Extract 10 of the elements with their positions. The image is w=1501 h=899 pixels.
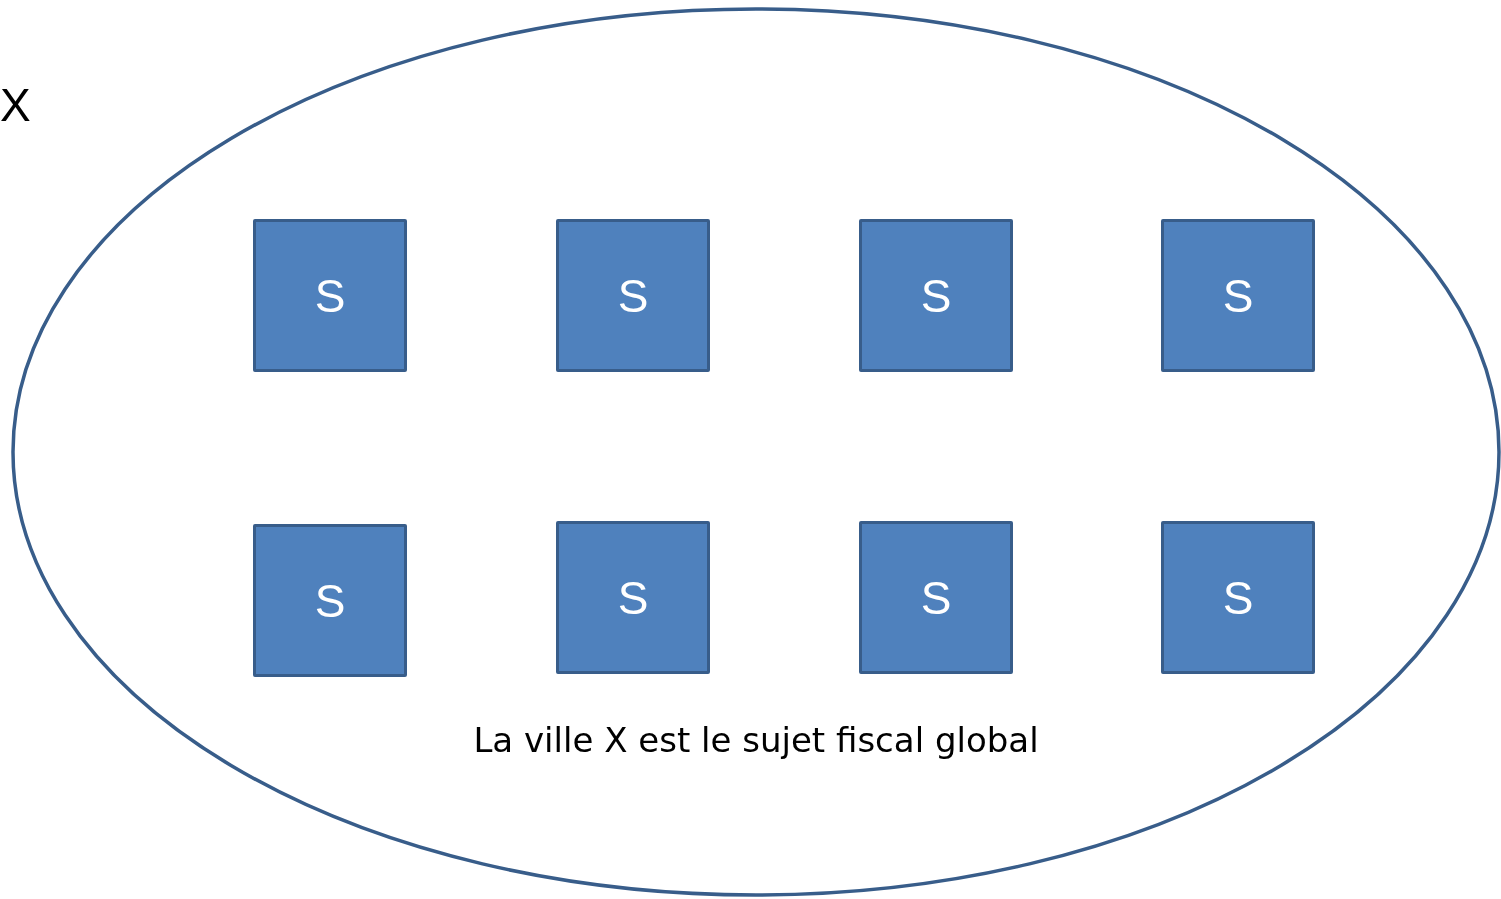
square-box: S — [556, 521, 710, 674]
square-box: S — [1161, 219, 1315, 372]
square-box: S — [859, 521, 1013, 674]
square-box: S — [1161, 521, 1315, 674]
region-name-label: X — [0, 78, 31, 132]
square-box: S — [253, 524, 407, 677]
region-caption: La ville X est le sujet fiscal global — [472, 720, 1040, 760]
square-box: S — [253, 219, 407, 372]
square-box: S — [556, 219, 710, 372]
square-box: S — [859, 219, 1013, 372]
